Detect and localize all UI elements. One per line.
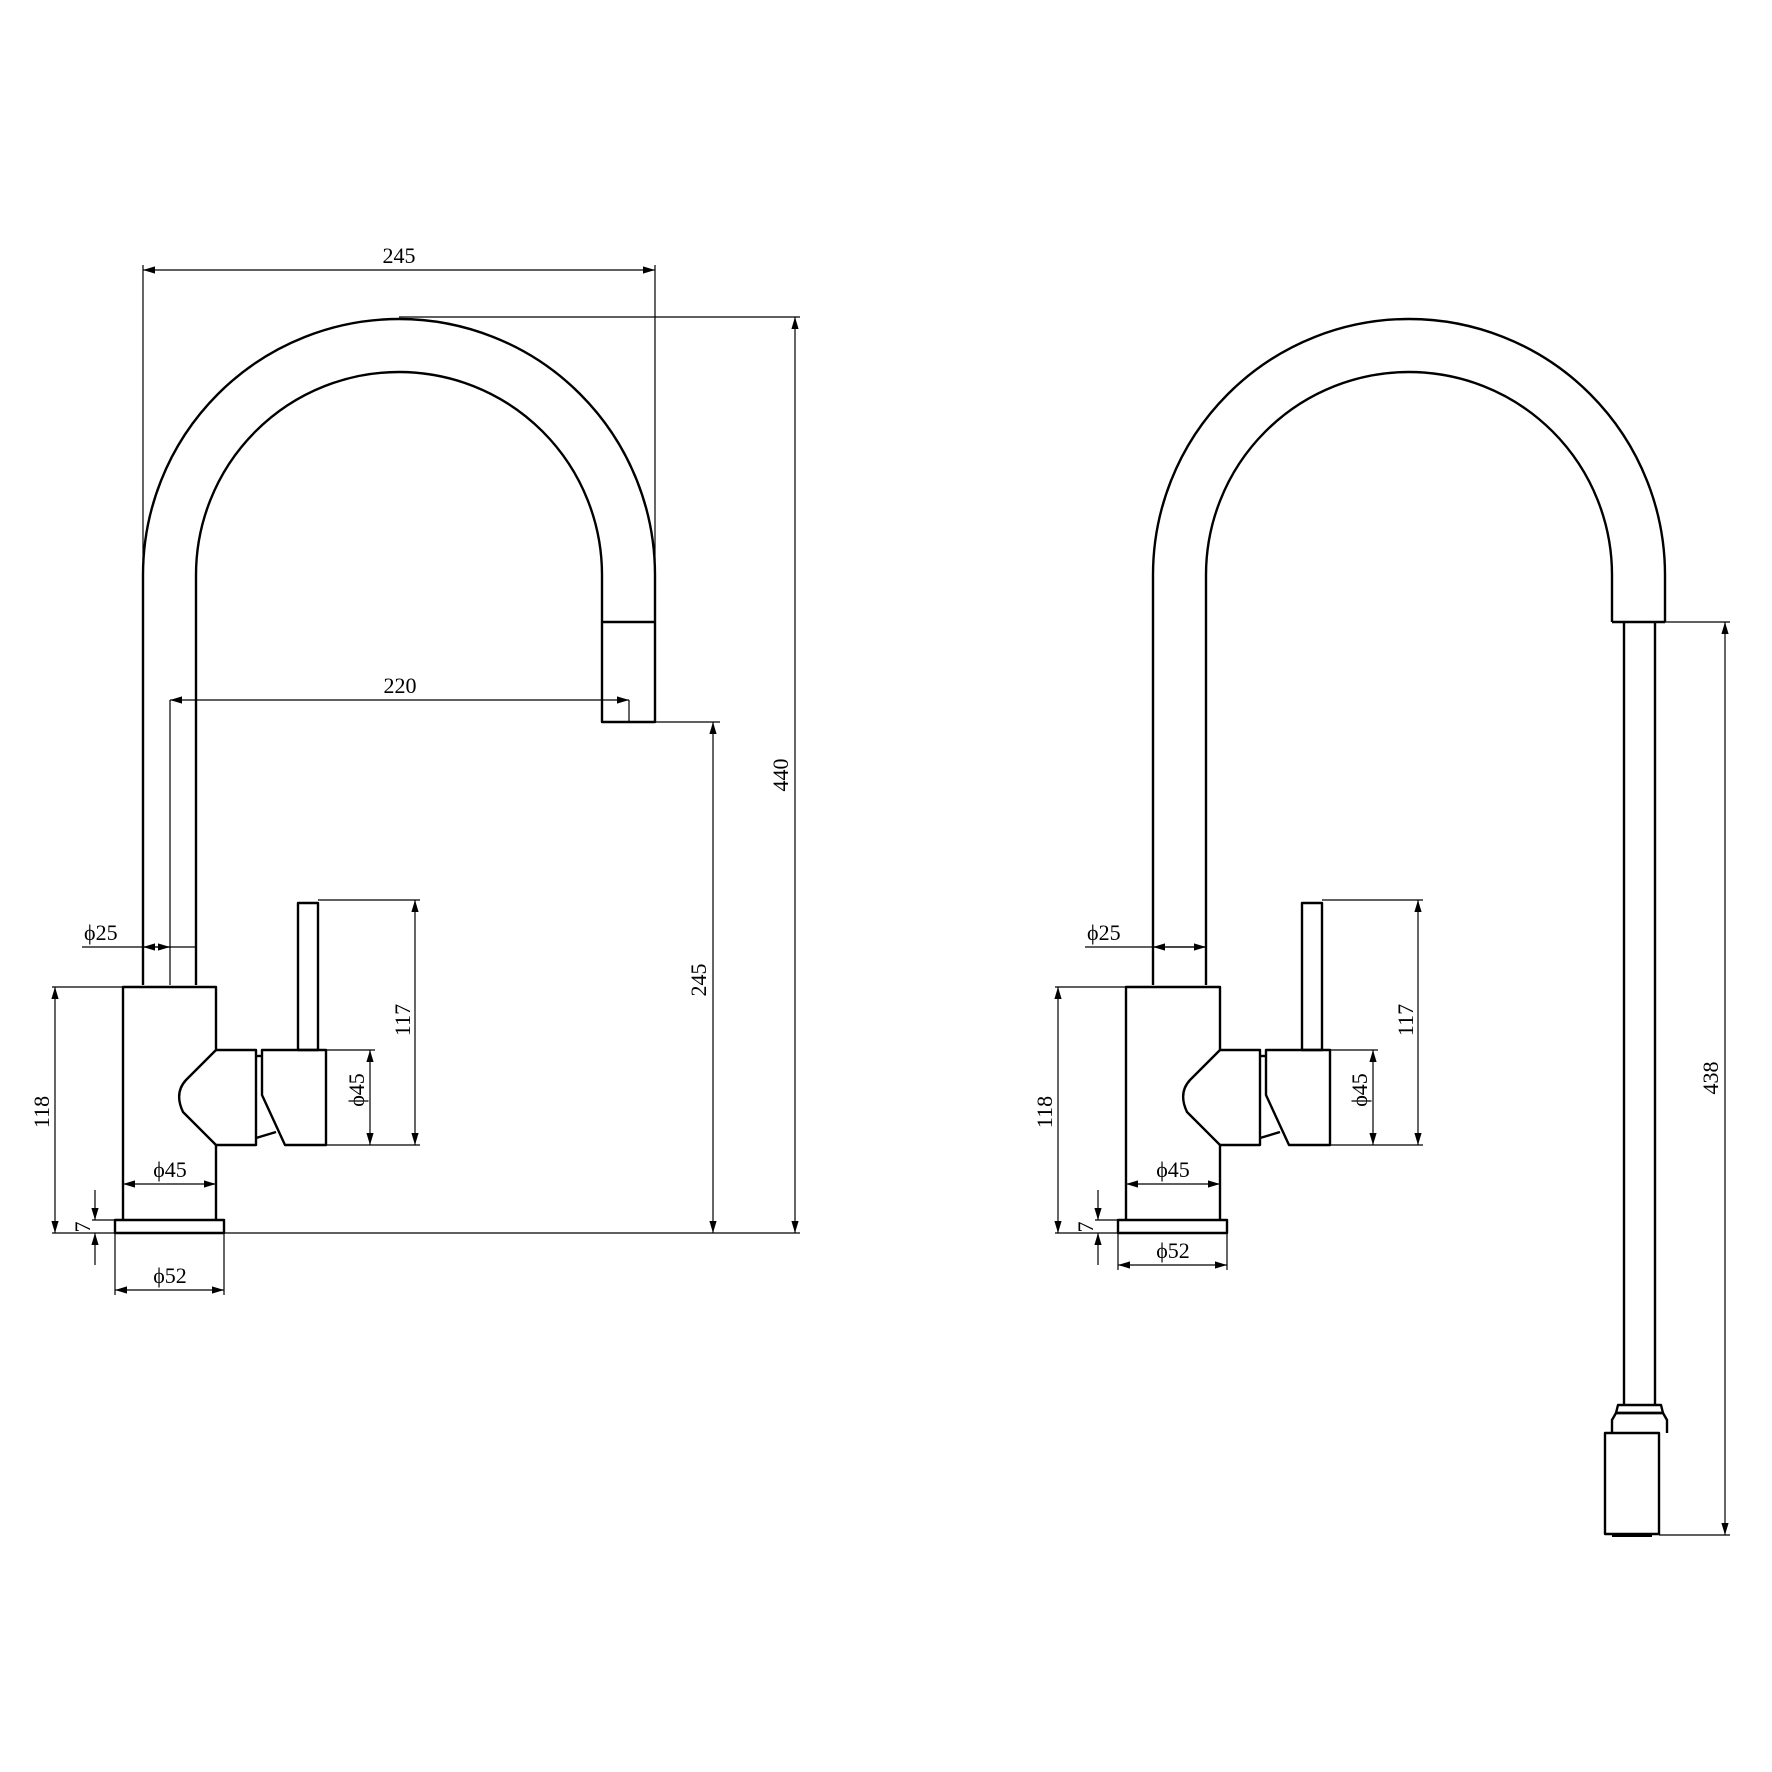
dim-handle-dia-right: ϕ45 xyxy=(1347,1073,1372,1107)
dim-spout-clearance: 245 xyxy=(686,964,711,997)
left-spout-inner xyxy=(194,370,604,985)
dim-body-height-right: 118 xyxy=(1032,1096,1057,1128)
dim-base-thickness-right: 7 xyxy=(1073,1222,1098,1233)
dim-pullout-length: 438 xyxy=(1698,1062,1723,1095)
left-spout-outer xyxy=(141,317,657,985)
dim-spout-reach: 220 xyxy=(384,673,417,698)
left-body-cutout xyxy=(178,1049,217,1146)
dim-handle-height-right: 117 xyxy=(1393,1004,1418,1036)
dim-overall-height: 440 xyxy=(768,759,793,792)
left-view: 245 220 440 245 ϕ25 118 117 ϕ45 ϕ45 xyxy=(29,243,800,1295)
dim-handle-height: 117 xyxy=(390,1004,415,1036)
right-spout-inner xyxy=(1204,370,1614,985)
dim-body-dia-right: ϕ45 xyxy=(1156,1157,1190,1182)
left-handle-lever xyxy=(296,901,320,1052)
dim-overall-reach: 245 xyxy=(383,243,416,268)
right-base xyxy=(1116,1218,1229,1235)
dim-base-dia-right: ϕ52 xyxy=(1156,1238,1190,1263)
right-spray-head xyxy=(1603,1431,1661,1536)
dim-spout-tube-dia: ϕ25 xyxy=(84,920,118,945)
dim-body-height: 118 xyxy=(29,1096,54,1128)
dim-base-thickness: 7 xyxy=(70,1222,95,1233)
left-base xyxy=(113,1218,226,1235)
dim-base-dia: ϕ52 xyxy=(153,1263,187,1288)
left-handle-hub xyxy=(260,1048,328,1147)
dim-handle-dia: ϕ45 xyxy=(344,1073,369,1107)
right-spout-outer xyxy=(1151,317,1667,985)
right-handle-lever xyxy=(1300,901,1324,1052)
dim-spout-tube-dia-right: ϕ25 xyxy=(1087,920,1121,945)
right-handle-hub xyxy=(1264,1048,1332,1147)
right-body-cutout xyxy=(1182,1049,1221,1146)
dim-body-dia: ϕ45 xyxy=(153,1157,187,1182)
right-view: 438 ϕ25 118 117 ϕ45 ϕ45 7 ϕ52 xyxy=(1032,317,1730,1537)
right-body xyxy=(1124,985,1262,1220)
left-body xyxy=(121,985,258,1220)
